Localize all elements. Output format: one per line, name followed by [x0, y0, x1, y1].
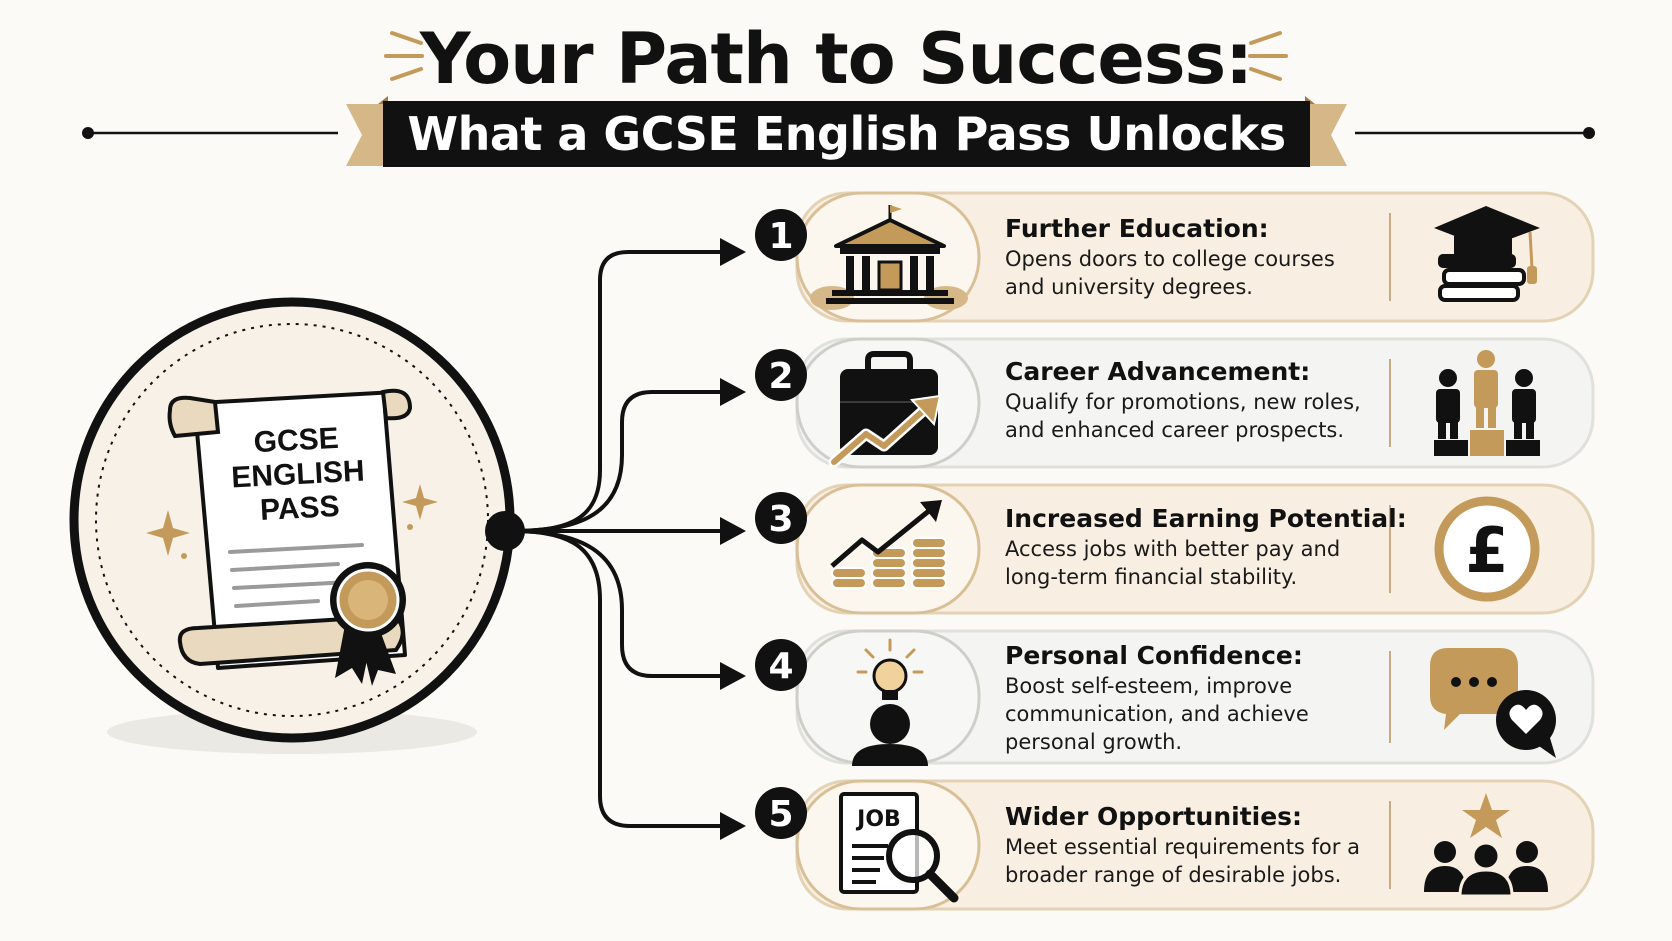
sparkle-right-icon [402, 484, 438, 520]
connector-arrowheads [720, 238, 746, 840]
number-badge-1: 1 [755, 209, 807, 261]
number-label: 5 [768, 794, 793, 835]
number-label: 4 [768, 646, 793, 687]
item-3-text: Increased Earning Potential: Access jobs… [1005, 503, 1407, 591]
number-badge-4: 4 [755, 639, 807, 691]
job-search-icon: JOB [839, 792, 959, 903]
page-subtitle-banner: What a GCSE English Pass Unlocks [383, 101, 1310, 167]
team-star-icon [1424, 793, 1548, 898]
lightbulb-head-icon [852, 638, 928, 766]
graduation-cap-books-icon [1434, 206, 1540, 302]
connector-hub [485, 511, 525, 551]
item-description: Meet essential requirements for a broade… [1005, 835, 1360, 887]
item-description: Opens doors to college courses and unive… [1005, 247, 1335, 299]
pound-coin-icon: £ [1434, 496, 1540, 602]
job-label: JOB [855, 807, 901, 832]
coins-growth-icon [830, 500, 947, 589]
item-title: Increased Earning Potential: [1005, 504, 1407, 533]
item-4-text: Personal Confidence: Boost self-esteem, … [1005, 640, 1375, 756]
item-title: Wider Opportunities: [1005, 802, 1303, 831]
number-label: 3 [768, 499, 793, 540]
item-description: Boost self-esteem, improve communication… [1005, 674, 1309, 754]
number-label: 1 [768, 216, 793, 257]
number-badge-5: 5 [755, 787, 807, 839]
title-spark-right-icon [1248, 31, 1288, 81]
page-title: Your Path to Success: [419, 18, 1253, 100]
number-label: 2 [768, 356, 793, 397]
podium-people-icon [1434, 350, 1540, 456]
item-5-text: Wider Opportunities: Meet essential requ… [1005, 801, 1375, 889]
currency-symbol: £ [1465, 514, 1508, 587]
item-description: Access jobs with better pay and long-ter… [1005, 537, 1341, 589]
banner-ribbon-right [1305, 104, 1347, 166]
rosette-seal-icon [330, 562, 406, 686]
item-title: Further Education: [1005, 214, 1269, 243]
title-divider-left [82, 127, 338, 139]
briefcase-growth-icon [828, 351, 942, 468]
certificate-text: GCSE ENGLISH PASS [205, 419, 390, 530]
item-2-text: Career Advancement: Qualify for promotio… [1005, 356, 1375, 444]
title-spark-left-icon [384, 31, 424, 81]
speech-heart-icon [1430, 648, 1556, 758]
banner-ribbon-left [346, 104, 388, 166]
number-badge-2: 2 [755, 349, 807, 401]
item-1-text: Further Education: Opens doors to colleg… [1005, 213, 1375, 301]
title-divider-right [1355, 127, 1595, 139]
item-title: Personal Confidence: [1005, 641, 1303, 670]
connector-lines [509, 250, 722, 828]
university-building-icon [810, 205, 968, 310]
item-title: Career Advancement: [1005, 357, 1311, 386]
number-badge-3: 3 [755, 492, 807, 544]
sparkle-left-icon [146, 510, 190, 556]
item-description: Qualify for promotions, new roles, and e… [1005, 390, 1361, 442]
